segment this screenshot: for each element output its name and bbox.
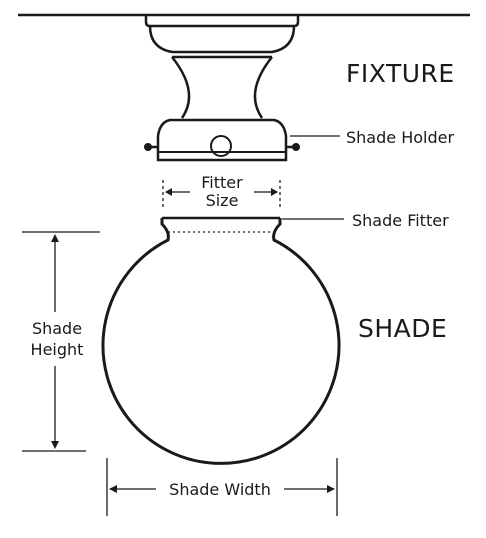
shade-height-dimension	[22, 231, 100, 452]
fixture-body	[144, 16, 300, 162]
shade-fitter-label: Shade Fitter	[352, 211, 449, 230]
fitter-size-label-line1: Fitter	[201, 173, 243, 192]
shade-width-label: Shade Width	[169, 480, 271, 499]
globe-shade	[101, 216, 341, 465]
shade-height-label-line1: Shade	[32, 319, 82, 338]
shade-height-label-line2: Height	[31, 340, 84, 359]
shade-width-dimension	[106, 458, 338, 516]
shade-heading: SHADE	[358, 314, 447, 343]
fitter-size-dimension	[162, 180, 281, 210]
fitter-size-label-line2: Size	[206, 191, 239, 210]
fixture-heading: FIXTURE	[346, 59, 455, 88]
shade-holder-label: Shade Holder	[346, 128, 454, 147]
